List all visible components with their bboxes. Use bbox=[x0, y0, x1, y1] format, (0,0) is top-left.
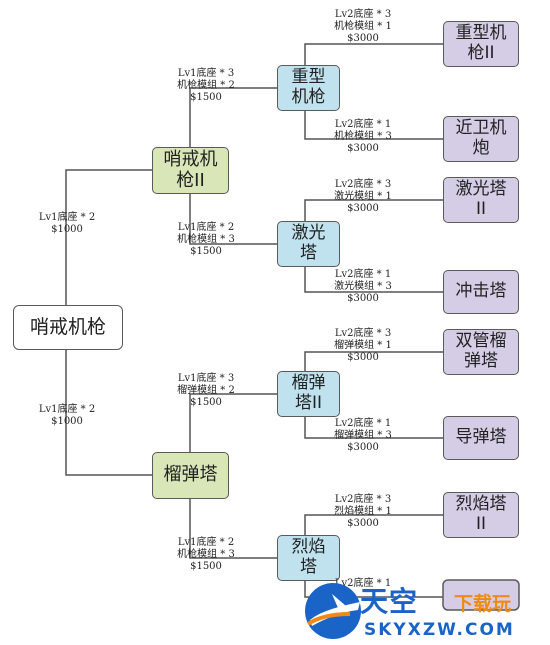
node-mortar-tower: 榴弹塔 bbox=[152, 452, 229, 499]
node-heavy-machine-gun-2: 重型机 枪II bbox=[443, 21, 519, 67]
node-mortar-tower-2: 榴弹 塔II bbox=[277, 371, 340, 417]
cost-label: Lv1底座 * 2$1000 bbox=[38, 212, 96, 235]
site-watermark: 天空 下载玩 SKYXZW.COM bbox=[302, 578, 550, 645]
cost-label: Lv1底座 * 2$1000 bbox=[38, 404, 96, 427]
node-shock-tower: 冲击塔 bbox=[443, 270, 519, 314]
node-laser-tower-2: 激光塔 II bbox=[443, 177, 519, 223]
tier3-node-partial bbox=[442, 579, 520, 611]
watermark-url: SKYXZW.COM bbox=[364, 620, 515, 640]
node-heavy-machine-gun: 重型 机枪 bbox=[277, 65, 340, 111]
node-flame-tower: 烈焰 塔 bbox=[277, 535, 340, 581]
watermark-subtext: 下载玩 bbox=[454, 593, 512, 615]
node-close-defense-gun: 近卫机 炮 bbox=[443, 116, 519, 162]
node-missile-tower: 导弹塔 bbox=[443, 416, 519, 460]
watermark-logo-icon bbox=[305, 583, 361, 639]
node-dual-mortar-tower: 双管榴 弹塔 bbox=[443, 329, 519, 375]
node-laser-tower: 激光 塔 bbox=[277, 221, 340, 267]
watermark-text: 天空 bbox=[360, 585, 419, 618]
node-sentry-gun: 哨戒机枪 bbox=[13, 305, 123, 350]
node-sentry-gun-2: 哨戒机 枪II bbox=[152, 147, 229, 194]
cost-label: Lv2底座 * 1 bbox=[334, 578, 392, 589]
node-flame-tower-2: 烈焰塔 II bbox=[443, 492, 519, 538]
